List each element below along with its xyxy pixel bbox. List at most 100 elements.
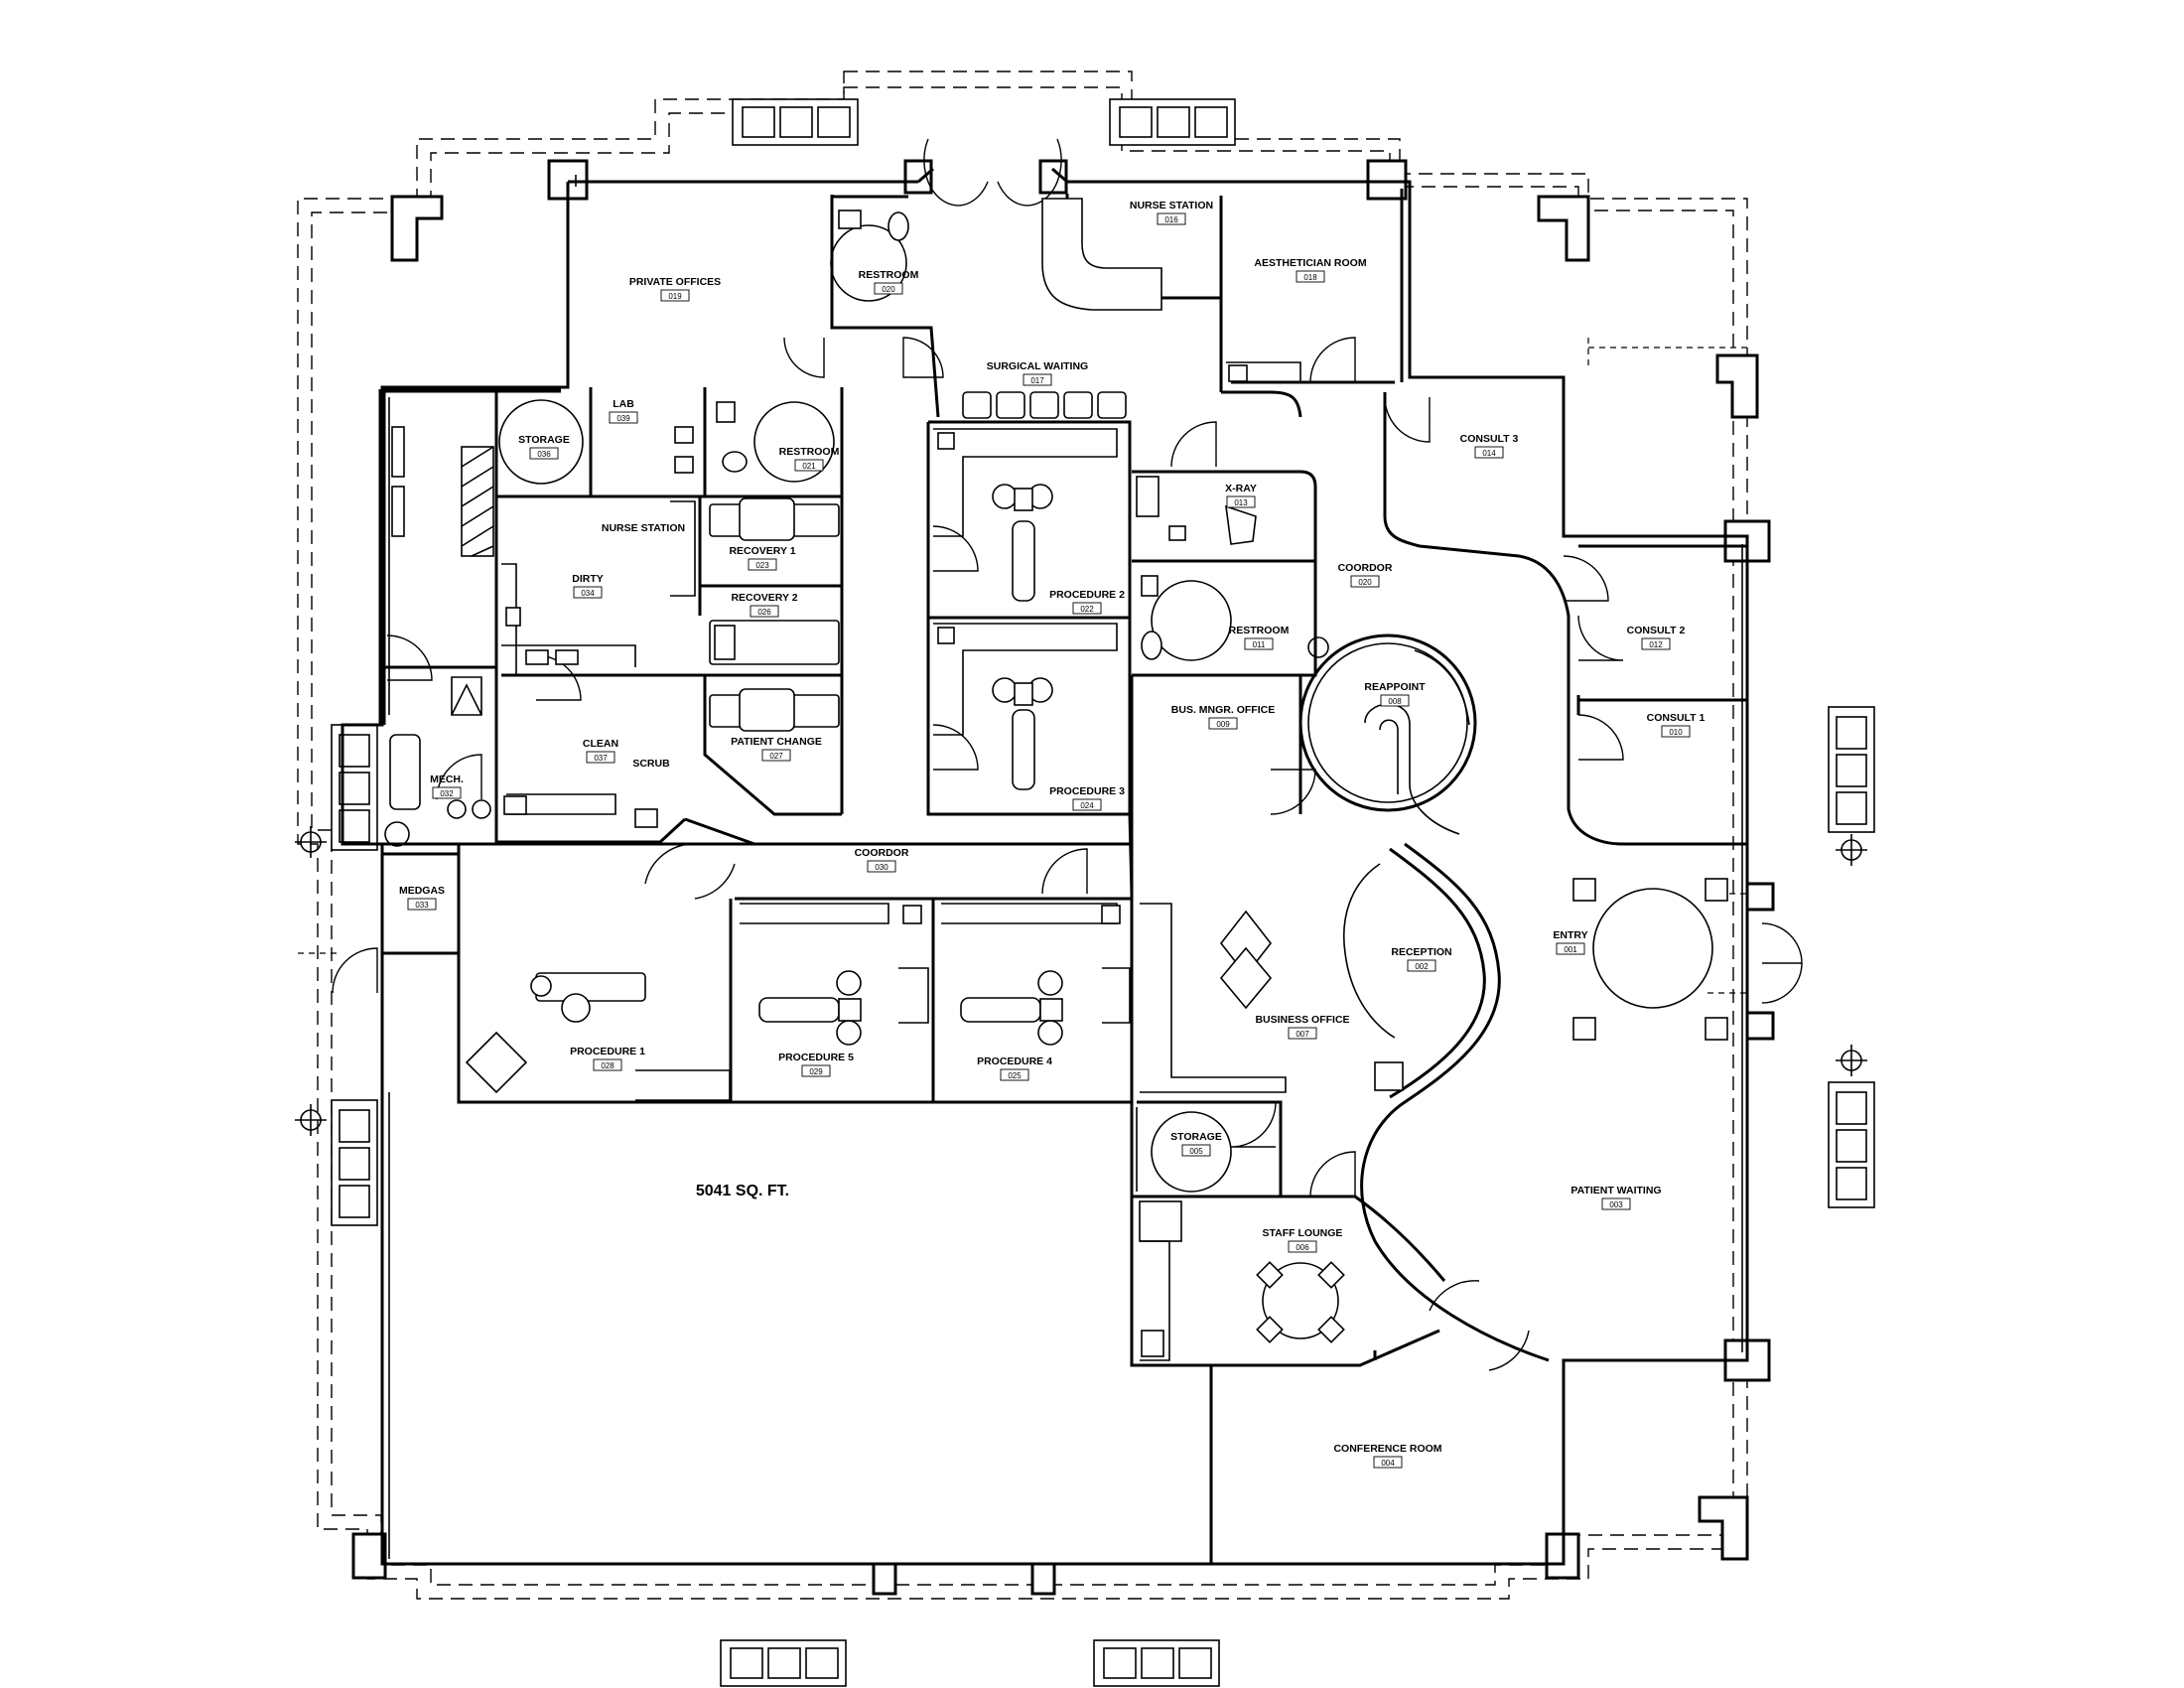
room-number: 018: [1303, 273, 1317, 282]
room-patient-waiting[interactable]: PATIENT WAITING 003: [1570, 1185, 1662, 1210]
room-restroom-020[interactable]: RESTROOM 020: [859, 269, 919, 295]
room-coordor-lower[interactable]: COORDOR 030: [855, 847, 909, 873]
room-number: 023: [755, 561, 769, 570]
room-nurse-station[interactable]: NURSE STATION: [602, 522, 685, 534]
room-procedure-3[interactable]: PROCEDURE 3 024: [1049, 785, 1125, 811]
room-medgas[interactable]: MEDGAS 033: [399, 885, 445, 911]
room-number: 030: [875, 863, 888, 872]
room-label: ENTRY: [1553, 929, 1587, 941]
room-consult-1[interactable]: CONSULT 1 010: [1647, 712, 1706, 738]
room-reappoint[interactable]: REAPPOINT 008: [1364, 681, 1426, 707]
room-x-ray[interactable]: X-RAY 013: [1225, 483, 1257, 508]
room-number: 039: [616, 414, 630, 423]
room-procedure-4[interactable]: PROCEDURE 4 025: [977, 1055, 1052, 1081]
procedure-chair-3: [992, 677, 1053, 790]
window-markers: [295, 98, 1875, 1687]
room-number: 026: [757, 608, 771, 617]
room-label: CONFERENCE ROOM: [1333, 1443, 1441, 1455]
room-mech[interactable]: MECH. 032: [430, 774, 464, 799]
room-number: 012: [1649, 640, 1663, 649]
room-number: 024: [1080, 801, 1094, 810]
room-lab[interactable]: LAB 039: [609, 398, 638, 424]
room-number: 004: [1381, 1459, 1395, 1468]
room-label: PROCEDURE 1: [570, 1046, 645, 1057]
room-label: REAPPOINT: [1364, 681, 1426, 693]
room-consult-2[interactable]: CONSULT 2 012: [1627, 625, 1686, 650]
room-number: 027: [769, 752, 783, 761]
room-number: 019: [668, 292, 682, 301]
room-clean[interactable]: CLEAN 037: [583, 738, 618, 764]
room-label: MEDGAS: [399, 885, 445, 897]
room-nurse-station-016[interactable]: NURSE STATION 016: [1130, 200, 1213, 225]
room-number: 025: [1008, 1071, 1022, 1080]
room-dirty[interactable]: DIRTY 034: [572, 573, 604, 599]
room-procedure-5[interactable]: PROCEDURE 5 029: [778, 1052, 854, 1077]
room-label: RESTROOM: [859, 269, 919, 281]
room-storage-005[interactable]: STORAGE 005: [1170, 1131, 1222, 1157]
room-number: 020: [1358, 578, 1372, 587]
room-label: DIRTY: [572, 573, 604, 585]
room-patient-change[interactable]: PATIENT CHANGE 027: [731, 736, 822, 762]
window-marker-top-right: [1109, 98, 1236, 146]
room-label: NURSE STATION: [1130, 200, 1213, 211]
room-restroom-011[interactable]: RESTROOM 011: [1229, 625, 1290, 650]
room-label: AESTHETICIAN ROOM: [1254, 257, 1366, 269]
room-number: 021: [802, 462, 816, 471]
elevation-target-markers: [295, 826, 1867, 1136]
room-number: 034: [581, 589, 595, 598]
fixtures: [384, 198, 1728, 1361]
room-label: CLEAN: [583, 738, 618, 750]
room-label: STORAGE: [1170, 1131, 1222, 1143]
room-number: 036: [537, 450, 551, 459]
room-scrub[interactable]: SCRUB: [632, 758, 670, 770]
room-label: BUSINESS OFFICE: [1255, 1014, 1349, 1026]
room-coordor-upper[interactable]: COORDOR 020: [1338, 562, 1393, 588]
room-label: SURGICAL WAITING: [987, 360, 1088, 372]
room-number: 005: [1189, 1147, 1203, 1156]
room-restroom-021[interactable]: RESTROOM 021: [779, 446, 840, 472]
room-label: PROCEDURE 4: [977, 1055, 1052, 1067]
room-number: 013: [1234, 498, 1248, 507]
interior-walls: [382, 167, 1747, 1564]
room-reception[interactable]: RECEPTION 002: [1391, 946, 1452, 972]
room-aesthetician[interactable]: AESTHETICIAN ROOM 018: [1254, 257, 1367, 283]
room-label: STORAGE: [518, 434, 570, 446]
room-storage-036[interactable]: STORAGE 036: [518, 434, 570, 460]
room-label: X-RAY: [1225, 483, 1257, 494]
room-entry[interactable]: ENTRY 001: [1553, 929, 1588, 955]
room-consult-3[interactable]: CONSULT 3 014: [1460, 433, 1519, 459]
room-label: STAFF LOUNGE: [1263, 1227, 1343, 1239]
window-marker-left-upper: [331, 724, 378, 851]
room-number: 014: [1482, 449, 1496, 458]
room-surgical-waiting[interactable]: SURGICAL WAITING 017: [987, 360, 1088, 386]
room-label: CONSULT 2: [1627, 625, 1686, 636]
room-number: 033: [415, 901, 429, 910]
exterior-walls: [341, 175, 1749, 1566]
room-label: RECOVERY 2: [731, 592, 797, 604]
room-bus-mngr-office[interactable]: BUS. MNGR. OFFICE 009: [1171, 704, 1275, 730]
room-number: 029: [809, 1067, 823, 1076]
room-recovery-2[interactable]: RECOVERY 2 026: [731, 592, 798, 618]
room-number: 032: [440, 789, 454, 798]
room-number: 020: [882, 285, 895, 294]
room-recovery-1[interactable]: RECOVERY 1 023: [729, 545, 796, 571]
room-label: PROCEDURE 3: [1049, 785, 1125, 797]
window-marker-top-left: [732, 98, 859, 146]
room-number: 006: [1296, 1243, 1309, 1252]
room-label: PROCEDURE 2: [1049, 589, 1125, 601]
room-conference-room[interactable]: CONFERENCE ROOM 004: [1333, 1443, 1442, 1469]
procedure-chair-2: [992, 484, 1053, 602]
room-number: 010: [1669, 728, 1683, 737]
room-label: CONSULT 1: [1647, 712, 1706, 724]
room-number: 017: [1030, 376, 1044, 385]
roof-outline: [297, 70, 1748, 1600]
room-staff-lounge[interactable]: STAFF LOUNGE 006: [1263, 1227, 1343, 1253]
room-procedure-2[interactable]: PROCEDURE 2 022: [1049, 589, 1125, 615]
room-private-offices[interactable]: PRIVATE OFFICES 019: [629, 276, 721, 302]
room-business-office[interactable]: BUSINESS OFFICE 007: [1255, 1014, 1350, 1040]
window-marker-right-upper: [1828, 706, 1875, 833]
room-label: PATIENT CHANGE: [731, 736, 822, 748]
room-number: 028: [601, 1061, 614, 1070]
room-procedure-1[interactable]: PROCEDURE 1 028: [570, 1046, 645, 1071]
